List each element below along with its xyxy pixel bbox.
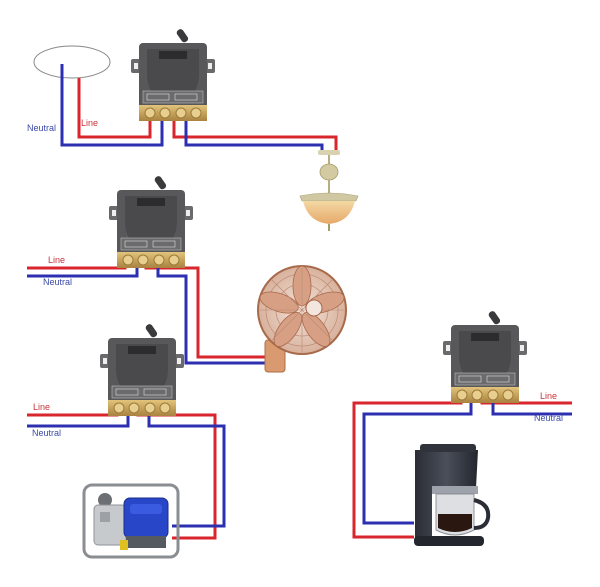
coffee-maker-icon <box>414 444 491 546</box>
line-wire <box>27 250 127 270</box>
neutral-label: Neutral <box>27 123 56 133</box>
line-wire-load <box>172 114 338 153</box>
neutral-label: Neutral <box>43 277 72 287</box>
wall-fan-icon <box>257 265 347 373</box>
neutral-wire-load <box>184 114 324 153</box>
relay-module <box>442 309 528 404</box>
circuit-4: Line Neutral <box>352 309 572 546</box>
neutral-wire-load <box>362 389 473 525</box>
neutral-label: Neutral <box>534 413 563 423</box>
neutral-label: Neutral <box>32 428 61 438</box>
ceiling-light-icon <box>299 150 359 231</box>
line-label: Line <box>33 402 50 412</box>
circuit-3: Line Neutral <box>27 322 226 559</box>
line-wire <box>77 78 152 139</box>
relay-module <box>130 27 216 122</box>
line-label: Line <box>540 391 557 401</box>
relay-module <box>108 174 194 269</box>
circuit-1: Neutral Line <box>27 27 359 231</box>
circuit-2: Line Neutral <box>27 174 347 373</box>
relay-module <box>99 322 185 417</box>
neutral-wire <box>60 64 164 147</box>
water-pump-icon <box>82 483 180 559</box>
line-label: Line <box>48 255 65 265</box>
power-source-ellipse <box>33 45 111 79</box>
neutral-wire-load <box>147 402 226 528</box>
line-label: Line <box>81 118 98 128</box>
